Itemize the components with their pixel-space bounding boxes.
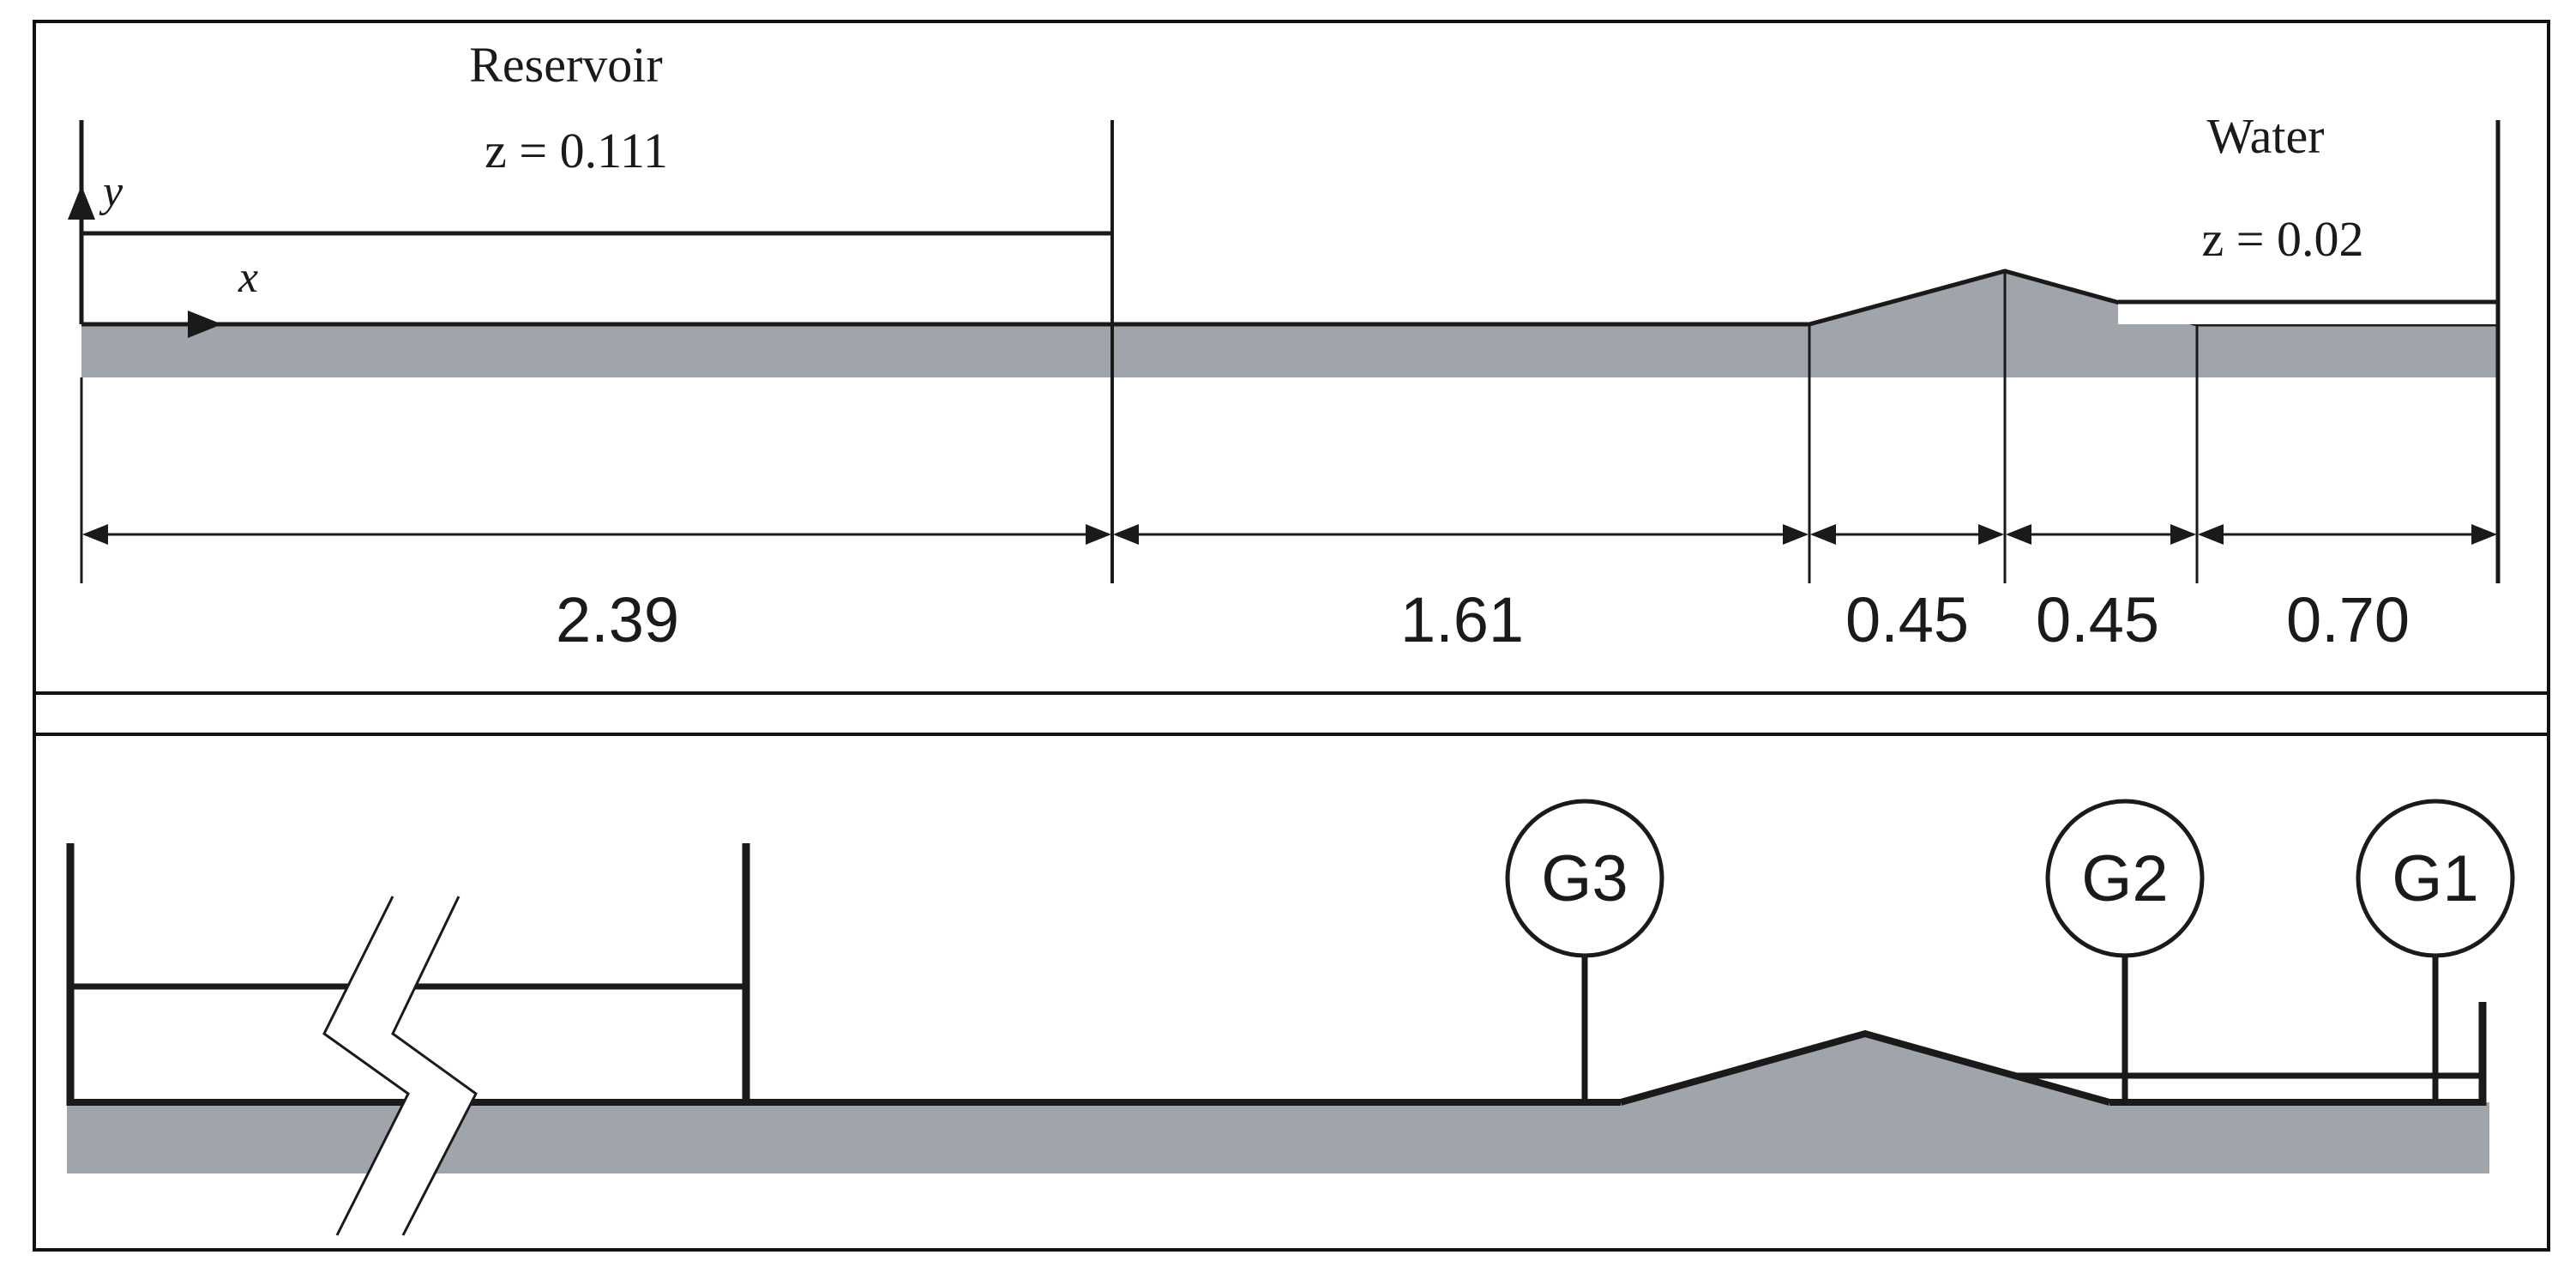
dimension-labels: 2.39 1.61 0.45 0.45 0.70 — [556, 584, 2410, 655]
gauge-g2: G2 — [2045, 799, 2205, 1102]
obstacle-hump-bottom — [1621, 1034, 2110, 1102]
gauge-g1: G1 — [2356, 799, 2515, 1102]
water-title: Water — [2206, 108, 2324, 164]
channel-bed-top — [81, 324, 2498, 377]
break-line-left — [322, 896, 410, 1236]
gauge-g2-circle — [2045, 799, 2205, 958]
dim-label-5: 0.70 — [2286, 584, 2410, 655]
top-panel: y x Reservoir z = 0.111 Water z = 0.02 2… — [68, 37, 2501, 655]
gauge-g3-circle — [1505, 799, 1664, 958]
gauge-g2-label: G2 — [2081, 842, 2168, 915]
outer-frame — [33, 20, 2550, 1252]
water-level-label: z = 0.02 — [2202, 211, 2364, 267]
dim-label-4: 0.45 — [2036, 584, 2159, 655]
obstacle-hump-top — [1809, 271, 2197, 324]
gauge-g3: G3 — [1505, 799, 1664, 1102]
gauge-g1-label: G1 — [2392, 842, 2478, 915]
reservoir-level-label: z = 0.111 — [485, 123, 668, 178]
break-line-right — [391, 896, 478, 1236]
bottom-panel: G3 G2 G1 — [66, 799, 2515, 1236]
dimension-extension-lines — [80, 271, 2199, 583]
x-axis-label: x — [238, 253, 258, 302]
gauge-g3-label: G3 — [1541, 842, 1628, 915]
gauge-g1-circle — [2356, 799, 2515, 958]
dim-label-2: 1.61 — [1400, 584, 1524, 655]
obstacle-outline-bottom — [1619, 1029, 2111, 1106]
dim-label-1: 2.39 — [556, 584, 679, 655]
channel-bed-bottom — [67, 1102, 2489, 1173]
y-axis-label: y — [99, 167, 123, 216]
break-symbol — [324, 896, 476, 1235]
dim-label-3: 0.45 — [1845, 584, 1969, 655]
reservoir-title: Reservoir — [469, 37, 663, 93]
downstream-water — [2118, 302, 2498, 324]
